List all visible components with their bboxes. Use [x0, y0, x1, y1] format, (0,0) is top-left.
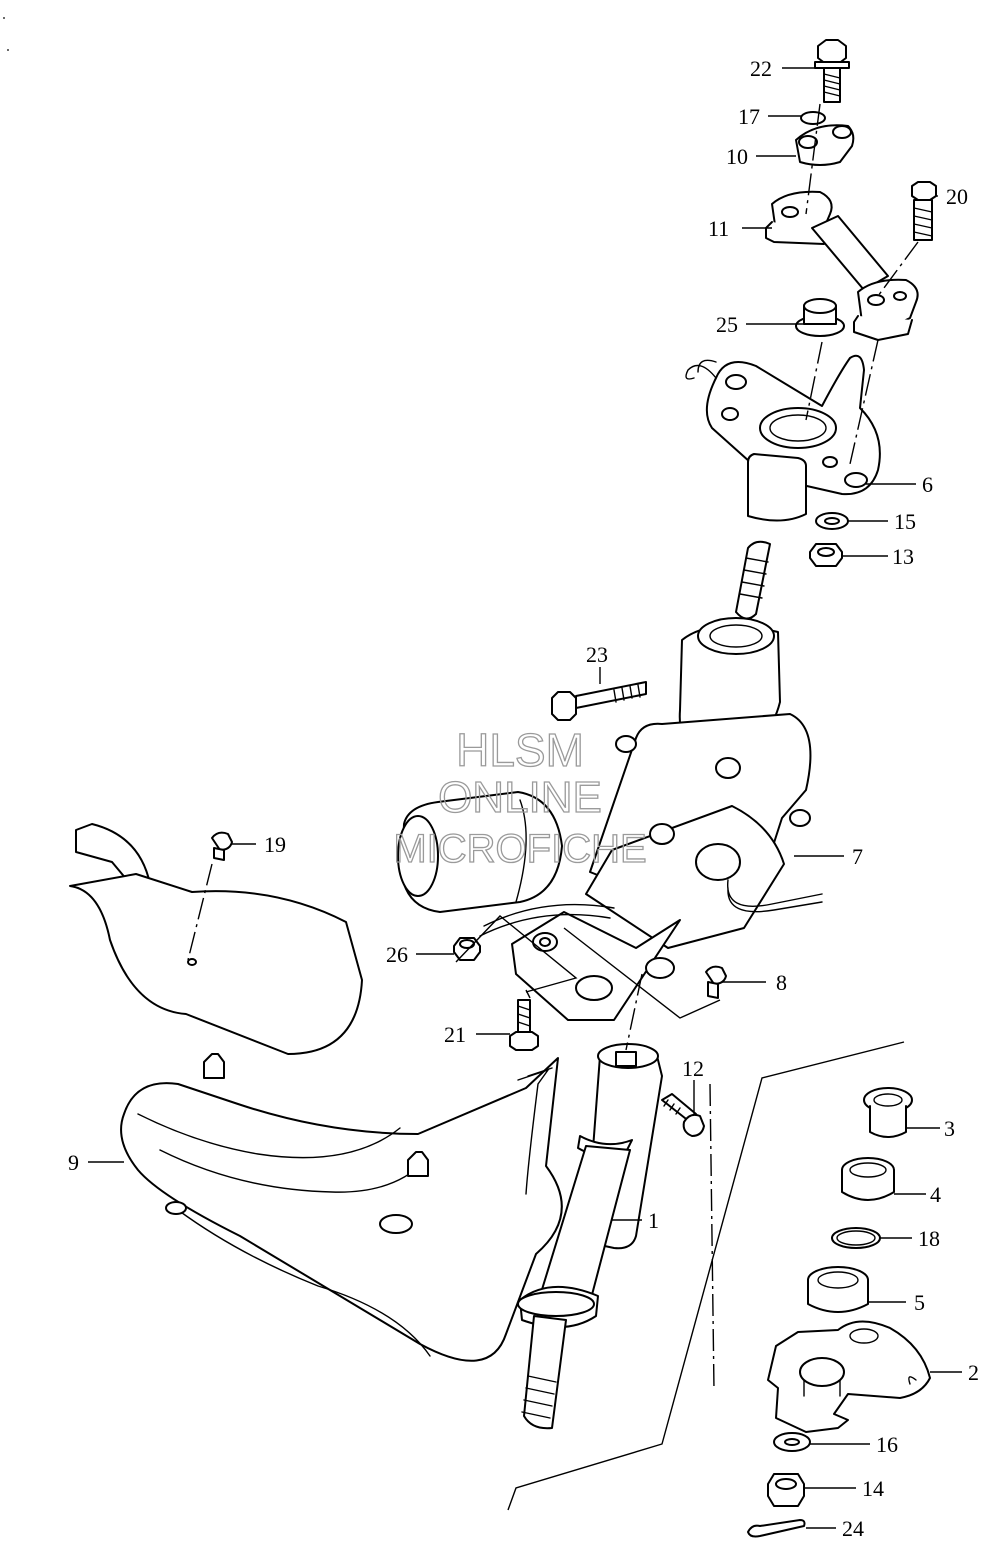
callout-12: 12	[682, 1056, 704, 1081]
callout-4: 4	[930, 1182, 941, 1207]
part-21-bolt	[509, 999, 539, 1051]
callout-17: 17	[738, 104, 760, 129]
part-22-bolt	[814, 39, 850, 103]
callout-3: 3	[944, 1116, 955, 1141]
callout-24: 24	[842, 1516, 864, 1541]
part-18-ring	[831, 1227, 881, 1249]
part-5-bearing	[807, 1266, 869, 1313]
callout-11: 11	[708, 216, 729, 241]
part-20-bolt	[911, 181, 937, 241]
part-9-cover	[69, 823, 563, 1362]
callout-22: 22	[750, 56, 772, 81]
callout-20: 20	[946, 184, 968, 209]
part-4-bearing	[841, 1157, 895, 1201]
callout-5: 5	[914, 1290, 925, 1315]
part-24-cotter-pin	[747, 1519, 806, 1538]
callout-25: 25	[716, 312, 738, 337]
callout-18: 18	[918, 1226, 940, 1251]
callout-26: 26	[386, 942, 408, 967]
callout-1: 1	[648, 1208, 659, 1233]
leader-lines	[88, 67, 962, 1529]
part-12-bolt	[661, 1093, 705, 1137]
callout-13: 13	[892, 544, 914, 569]
watermark: HLSM ONLINE MICROFICHE	[393, 723, 648, 871]
part-7-steering-gear-assembly	[397, 540, 823, 1021]
callout-labels: 22 17 10 11 20 25 6 15 13 23 7 19 26 8 2…	[68, 56, 979, 1541]
part-17-washer	[800, 111, 826, 125]
part-2-pitman-arm	[767, 1320, 931, 1433]
part-10-clamp-upper	[795, 124, 855, 166]
part-6-column-bracket	[685, 354, 881, 522]
part-14-nut	[767, 1473, 805, 1507]
part-1-steering-shaft	[517, 1043, 663, 1430]
part-11-bracket	[765, 190, 919, 341]
part-15-washer	[815, 512, 849, 530]
part-19-clip	[211, 831, 233, 861]
callout-10: 10	[726, 144, 748, 169]
callout-16: 16	[876, 1432, 898, 1457]
watermark-line-3: MICROFICHE	[393, 827, 646, 871]
callout-23: 23	[586, 642, 608, 667]
assembly-lines	[187, 103, 919, 1511]
watermark-line-1: HLSM	[456, 724, 584, 776]
part-8-screw	[705, 965, 727, 999]
callout-19: 19	[264, 832, 286, 857]
part-3-bushing	[863, 1087, 913, 1138]
watermark-line-2: ONLINE	[438, 773, 602, 822]
part-13-nut	[809, 543, 843, 567]
part-23-bolt	[551, 681, 647, 721]
callout-2: 2	[968, 1360, 979, 1385]
callout-7: 7	[852, 844, 863, 869]
callout-6: 6	[922, 472, 933, 497]
callout-21: 21	[444, 1022, 466, 1047]
part-16-washer	[773, 1432, 811, 1452]
corner-speck	[7, 49, 9, 51]
part-25-flange-nut	[795, 298, 845, 337]
corner-speck	[3, 17, 5, 19]
callout-9: 9	[68, 1150, 79, 1175]
callout-8: 8	[776, 970, 787, 995]
callout-14: 14	[862, 1476, 884, 1501]
callout-15: 15	[894, 509, 916, 534]
